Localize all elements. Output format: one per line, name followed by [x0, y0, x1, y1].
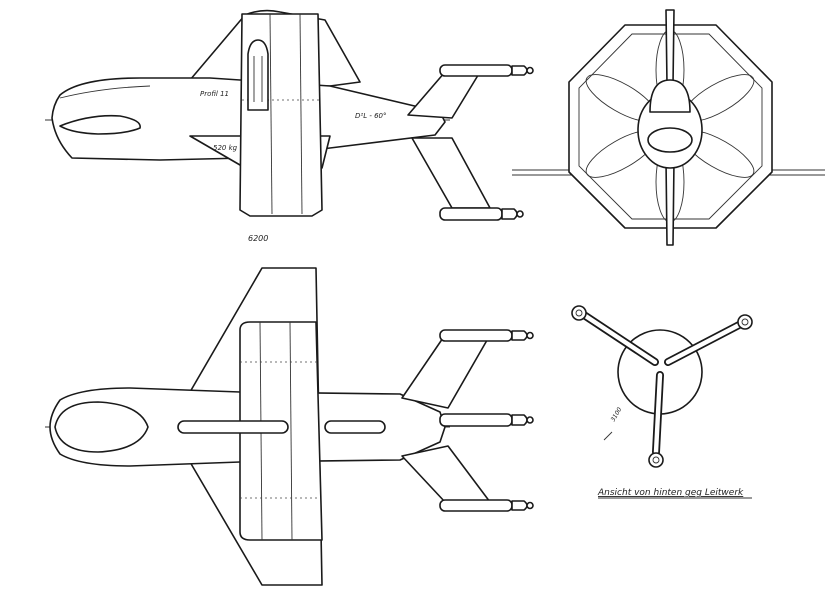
front-lower-fin	[665, 159, 675, 246]
rear-span-dimension: 3100	[610, 406, 624, 423]
side-upper-fin-pod	[439, 64, 513, 77]
rear-view: 3100 Ansicht von hinten geg Leitwerk	[571, 305, 753, 499]
top-view	[45, 267, 534, 586]
side-note-weight: 520 kg	[213, 144, 238, 152]
top-hub	[177, 420, 289, 434]
side-note-profile: Profil 11	[200, 90, 229, 98]
side-view: Profil 11 D²L - 60° 520 kg 6200	[45, 9, 534, 243]
side-lower-fin-pod	[439, 207, 503, 221]
top-upper-tail	[401, 334, 491, 409]
side-nose-canopy	[59, 114, 141, 135]
front-hub-dome	[649, 79, 691, 113]
rear-arm-upper-right	[664, 314, 753, 366]
side-upper-pod-tip	[511, 65, 528, 76]
rear-view-caption: Ansicht von hinten geg Leitwerk	[597, 488, 744, 498]
side-upper-tail	[407, 71, 481, 119]
side-lower-pod-tip	[501, 208, 518, 220]
front-intake	[647, 127, 693, 153]
top-upper-pod	[439, 329, 513, 342]
front-upper-fin	[665, 9, 675, 86]
side-span-dimension: 6200	[248, 234, 268, 243]
side-hub	[247, 39, 269, 111]
top-rear-hub	[324, 420, 386, 434]
top-lower-pod	[439, 499, 513, 512]
top-lower-tail	[401, 445, 491, 503]
rear-arm-upper-left	[571, 305, 659, 366]
rear-arm-lower	[648, 371, 664, 468]
top-nose-canopy	[54, 401, 149, 453]
side-note-angle: D²L - 60°	[355, 112, 386, 120]
side-lower-tail	[411, 137, 491, 209]
front-view	[512, 9, 825, 246]
top-center-pod	[439, 413, 513, 427]
